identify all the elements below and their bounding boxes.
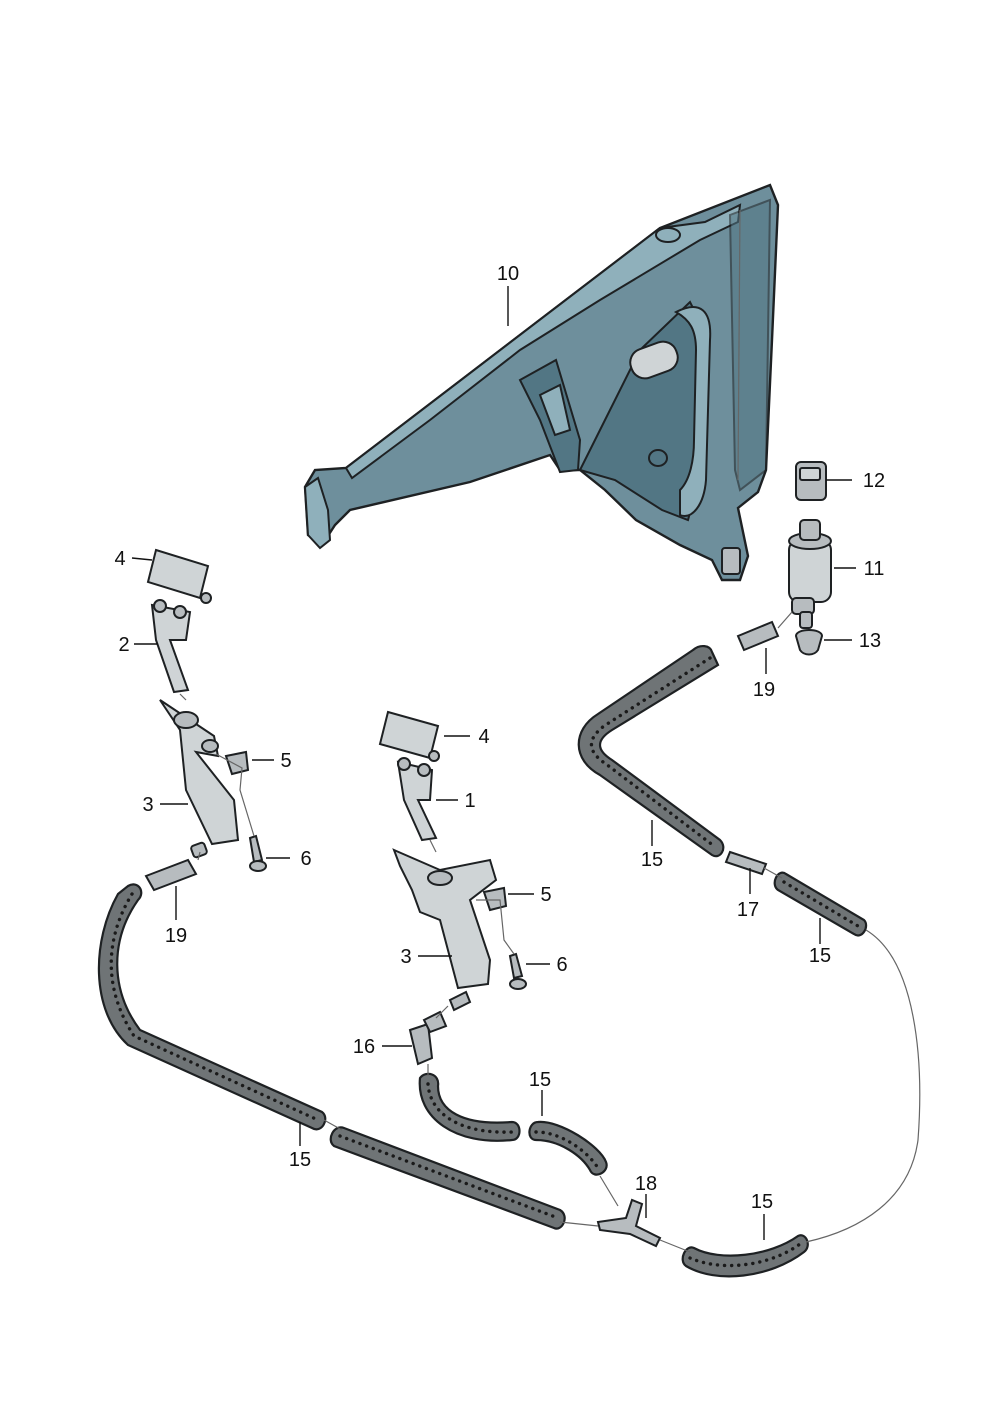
callout-4-center: 4 bbox=[478, 726, 489, 748]
nozzle-cap-left bbox=[146, 548, 212, 604]
hose-curved-center bbox=[418, 1072, 521, 1142]
clip-nut-left bbox=[224, 750, 250, 776]
callout-3-left: 3 bbox=[142, 794, 153, 816]
callout-6-center: 6 bbox=[556, 954, 567, 976]
callout-2: 2 bbox=[118, 634, 129, 656]
nozzle-center bbox=[396, 757, 438, 842]
hose-lower-left bbox=[329, 1126, 566, 1230]
callout-13: 13 bbox=[859, 630, 881, 652]
callout-19-left: 19 bbox=[165, 925, 187, 947]
hose-right-short bbox=[773, 871, 868, 937]
clip-nut-center bbox=[482, 886, 508, 912]
callout-labels: 10 12 11 13 19 4 2 5 3 6 19 4 1 5 3 6 15… bbox=[114, 263, 885, 1213]
callout-15-lower-right: 15 bbox=[751, 1191, 773, 1213]
callout-15-curved-center: 15 bbox=[529, 1069, 551, 1091]
callout-5-left: 5 bbox=[280, 750, 291, 772]
callout-17: 17 bbox=[737, 899, 759, 921]
callout-11: 11 bbox=[864, 558, 885, 580]
callout-15-upper-right: 15 bbox=[641, 849, 663, 871]
telescopic-cylinder-center bbox=[392, 848, 498, 1012]
callout-10: 10 bbox=[497, 263, 519, 285]
callout-15-right-short: 15 bbox=[809, 945, 831, 967]
pump-grommet bbox=[794, 629, 824, 656]
callout-19-right: 19 bbox=[753, 679, 775, 701]
hose-left-long bbox=[97, 883, 327, 1131]
washer-fluid-reservoir bbox=[303, 183, 780, 582]
callout-18: 18 bbox=[635, 1173, 657, 1195]
callout-5-center: 5 bbox=[540, 884, 551, 906]
telescopic-cylinder-left bbox=[159, 699, 240, 846]
nozzle-cap-center bbox=[378, 710, 440, 762]
callout-6-left: 6 bbox=[300, 848, 311, 870]
nozzle-left bbox=[150, 599, 192, 694]
hose-connector-19-left bbox=[144, 841, 208, 892]
washer-pump-connector bbox=[795, 461, 827, 501]
callout-3-center: 3 bbox=[400, 946, 411, 968]
screw-left bbox=[248, 834, 267, 872]
callout-15-left-long: 15 bbox=[289, 1149, 311, 1171]
hose-upper-right bbox=[577, 645, 725, 858]
hose-to-y-piece bbox=[528, 1120, 608, 1176]
routing-lines bbox=[179, 611, 921, 1253]
callout-1: 1 bbox=[464, 790, 475, 812]
washer-pump bbox=[788, 519, 832, 629]
screw-center bbox=[508, 952, 527, 990]
hose-connector-19-right bbox=[736, 620, 780, 652]
y-piece-connector bbox=[596, 1198, 662, 1248]
callout-16: 16 bbox=[353, 1036, 375, 1058]
hose-connector-17 bbox=[724, 850, 768, 876]
elbow-connector bbox=[408, 1010, 448, 1066]
callout-leaders bbox=[131, 286, 856, 1240]
callout-12: 12 bbox=[863, 470, 885, 492]
hose-lower-right bbox=[681, 1234, 809, 1278]
callout-4-left: 4 bbox=[114, 548, 125, 570]
